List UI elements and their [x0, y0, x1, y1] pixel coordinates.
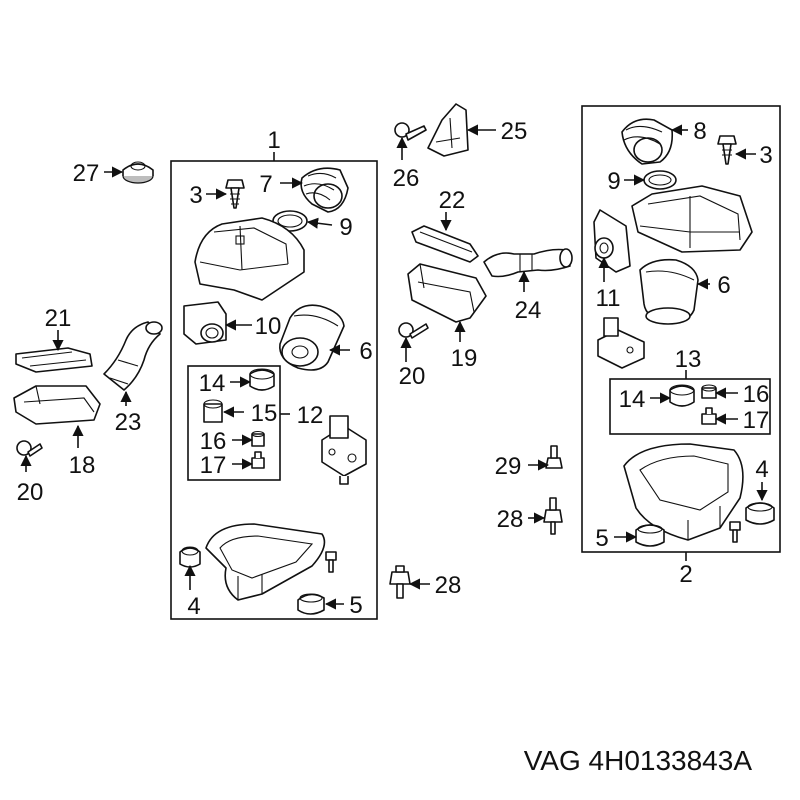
- screw-20-middle: [398, 322, 429, 339]
- grommet-14-left: [249, 368, 275, 391]
- stud-29: [545, 445, 563, 469]
- callout-23: 23: [115, 409, 142, 436]
- callout-18: 18: [69, 452, 96, 479]
- duct-tray-19: [407, 263, 487, 323]
- grommet-14-right: [669, 384, 695, 407]
- callout-9-left: 9: [339, 214, 352, 241]
- nut-17-left: [251, 451, 265, 469]
- part-number-caption: VAG 4H0133843A: [524, 745, 753, 776]
- grommet-4-right: [745, 502, 775, 525]
- bushing-15: [203, 399, 223, 423]
- filter-element-6-left: [279, 304, 345, 371]
- callout-26: 26: [393, 165, 420, 192]
- spacer-16-right: [701, 384, 717, 399]
- callout-8: 8: [693, 118, 706, 145]
- screw-20-left: [16, 440, 43, 457]
- callout-28-right: 28: [497, 506, 524, 533]
- lower-box-bolt: [325, 551, 337, 573]
- callout-5-left: 5: [349, 592, 362, 619]
- callout-17-right: 17: [743, 407, 770, 434]
- callout-16-left: 16: [200, 428, 227, 455]
- spacer-16-left: [251, 430, 265, 447]
- callout-21: 21: [45, 305, 72, 332]
- upper-airbox-cover-right: [631, 185, 753, 253]
- filter-element-6-right: [639, 258, 699, 325]
- maf-housing-11: [593, 209, 631, 273]
- callout-9-right: 9: [607, 168, 620, 195]
- callout-19: 19: [451, 345, 478, 372]
- stud-28-lower: [389, 565, 411, 599]
- callout-16-right: 16: [743, 381, 770, 408]
- callout-12: 12: [297, 402, 324, 429]
- callout-7: 7: [259, 171, 272, 198]
- intake-boot-8: [621, 118, 674, 165]
- leader-arrows: [20, 124, 768, 610]
- kit-12-box: [187, 365, 281, 481]
- kit-13-box: [609, 378, 771, 435]
- grommet-4-left: [179, 546, 201, 568]
- callout-22: 22: [439, 187, 466, 214]
- bracket-25: [427, 103, 469, 157]
- callout-3-left: 3: [189, 182, 202, 209]
- lower-box-bolt-right: [729, 521, 741, 543]
- callout-6-left: 6: [359, 338, 372, 365]
- callout-15: 15: [251, 400, 278, 427]
- sensor-right: [597, 317, 645, 369]
- intake-boot-7: [300, 167, 349, 213]
- callout-4-right: 4: [755, 456, 768, 483]
- screw-26: [394, 122, 427, 141]
- callout-14-right: 14: [619, 386, 646, 413]
- callout-27: 27: [73, 160, 100, 187]
- callout-14-left: 14: [199, 370, 226, 397]
- duct-cover-22: [411, 225, 479, 263]
- callout-6-right: 6: [717, 272, 730, 299]
- callout-13: 13: [675, 346, 702, 373]
- callout-28-lower: 28: [435, 572, 462, 599]
- grommet-5-left: [297, 593, 325, 615]
- bolt-3-left: [225, 179, 245, 209]
- nut-17-right: [701, 407, 717, 425]
- grommet-5-right: [635, 524, 665, 547]
- duct-cover-21: [15, 347, 93, 373]
- grommet-27: [122, 161, 154, 184]
- seal-ring-9-right: [643, 170, 677, 190]
- duct-tray-18: [13, 385, 101, 425]
- intake-pipe-23: [103, 321, 163, 391]
- intake-pipe-24: [483, 248, 573, 278]
- maf-adapter-10: [183, 301, 227, 345]
- callout-1: 1: [267, 127, 280, 154]
- callout-11: 11: [596, 285, 621, 312]
- upper-airbox-cover: [194, 217, 305, 301]
- callout-20-left: 20: [17, 479, 44, 506]
- callout-10: 10: [255, 313, 282, 340]
- stud-28-middle: [543, 497, 563, 535]
- callout-5-right: 5: [595, 525, 608, 552]
- callout-2: 2: [679, 561, 692, 588]
- bolt-3-right: [717, 135, 737, 165]
- callout-3-right: 3: [759, 142, 772, 169]
- callout-4-left: 4: [187, 593, 200, 620]
- callout-29: 29: [495, 453, 522, 480]
- sensor-bracket: [321, 415, 367, 485]
- assembly-2-box: [581, 105, 781, 553]
- callout-20-middle: 20: [399, 363, 426, 390]
- lower-airbox: [205, 523, 326, 601]
- callout-25: 25: [501, 118, 528, 145]
- callout-24: 24: [515, 297, 542, 324]
- callout-17-left: 17: [200, 452, 227, 479]
